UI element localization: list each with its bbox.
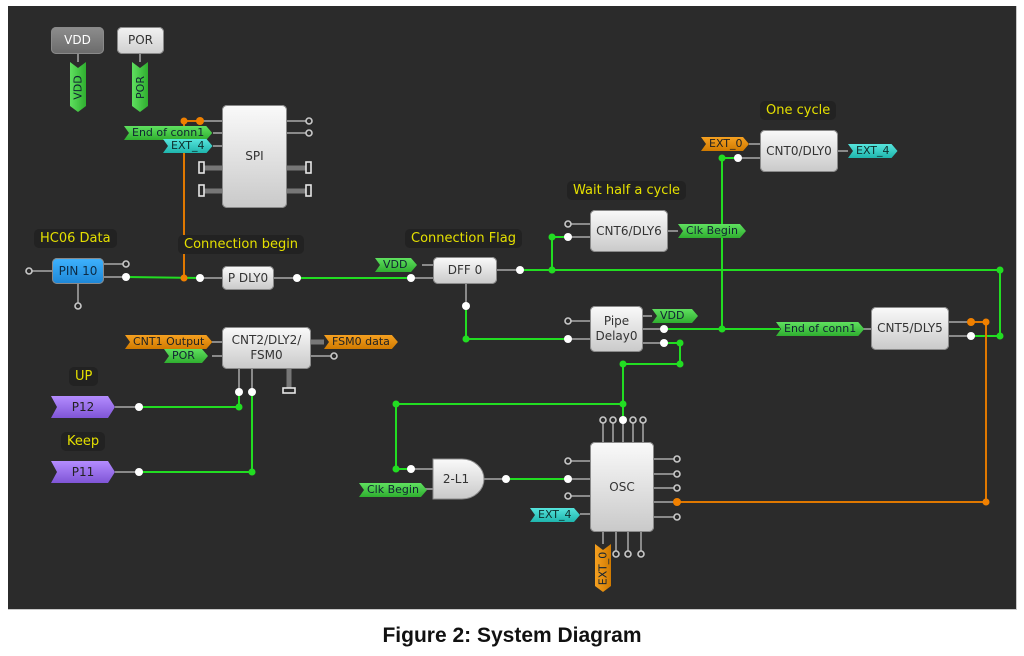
cnt0-block-label: CNT0/DLY0 — [766, 143, 832, 158]
cnt2-block-label: CNT2/DLY2/ FSM0 — [231, 333, 302, 362]
cnt0-dly0-block[interactable]: CNT0/DLY0 — [760, 130, 838, 172]
port-p12[interactable]: P12 — [51, 396, 115, 418]
por-block-label: POR — [127, 33, 154, 47]
osc-block[interactable]: OSC — [590, 442, 654, 532]
spi-block-label: SPI — [245, 149, 264, 163]
vdd-block-label: VDD — [64, 33, 91, 47]
tag-ext0-osc[interactable]: EXT_0 — [595, 544, 611, 592]
cnt5-block-label: CNT5/DLY5 — [877, 321, 943, 335]
schematic-canvas — [8, 6, 1017, 610]
pin10-block[interactable]: PIN 10 — [52, 258, 104, 284]
note-one-cycle: One cycle — [760, 101, 837, 120]
tag-vdd-vertical-label: VDD — [71, 74, 85, 100]
osc-block-label: OSC — [609, 479, 635, 494]
figure-caption: Figure 2: System Diagram — [382, 624, 642, 647]
tag-clk-begin-lut[interactable]: Clk Begin — [359, 483, 427, 497]
tag-por-vertical-label: POR — [133, 75, 147, 99]
note-connection-flag: Connection Flag — [405, 229, 522, 248]
lut-block-label: 2-L1 — [442, 472, 470, 486]
vdd-block[interactable]: VDD — [51, 27, 104, 54]
cnt6-block-label: CNT6/DLY6 — [596, 223, 662, 238]
pdly0-block[interactable]: P DLY0 — [222, 266, 274, 290]
port-p11[interactable]: P11 — [51, 461, 115, 483]
note-hc06-data: HC06 Data — [34, 229, 117, 248]
tag-vdd-vertical[interactable]: VDD — [70, 62, 86, 112]
tag-ext4-spi[interactable]: EXT_4 — [163, 139, 213, 153]
tag-end-of-conn1-spi[interactable]: End of conn1 — [124, 126, 212, 140]
tag-clk-begin-cnt6[interactable]: Clk Begin — [678, 224, 746, 238]
tag-end-of-conn1-cnt5[interactable]: End of conn1 — [776, 322, 864, 336]
spi-block[interactable]: SPI — [222, 105, 287, 208]
tag-ext0-cnt0[interactable]: EXT_0 — [701, 137, 749, 151]
note-wait-half-cycle: Wait half a cycle — [567, 181, 687, 200]
pipe-delay0-block[interactable]: Pipe Delay0 — [590, 306, 643, 352]
dff0-block-label: DFF 0 — [447, 263, 483, 277]
tag-fsm0-data[interactable]: FSM0 data — [324, 335, 398, 349]
pin10-block-label: PIN 10 — [58, 263, 98, 278]
pipe-block-label: Pipe Delay0 — [595, 314, 638, 343]
por-block[interactable]: POR — [117, 27, 164, 54]
note-keep: Keep — [61, 432, 106, 451]
cnt5-dly5-block[interactable]: CNT5/DLY5 — [871, 307, 949, 350]
tag-cnt1-output[interactable]: CNT1 Output — [125, 335, 212, 349]
tag-por-vertical[interactable]: POR — [132, 62, 148, 112]
lut-block[interactable]: 2-L1 — [433, 459, 485, 499]
pdly0-block-label: P DLY0 — [227, 270, 269, 285]
tag-vdd-dff[interactable]: VDD — [375, 258, 417, 272]
tag-por-cnt2[interactable]: POR — [164, 349, 208, 363]
cnt6-dly6-block[interactable]: CNT6/DLY6 — [590, 210, 668, 252]
note-connection-begin: Connection begin — [178, 235, 305, 254]
tag-ext4-cnt0[interactable]: EXT_4 — [848, 144, 898, 158]
dff0-block[interactable]: DFF 0 — [433, 257, 497, 284]
tag-vdd-pipe[interactable]: VDD — [652, 309, 698, 323]
tag-ext0-osc-label: EXT_0 — [596, 551, 610, 585]
note-up: UP — [69, 367, 99, 386]
cnt2-dly2-fsm0-block[interactable]: CNT2/DLY2/ FSM0 — [222, 327, 311, 369]
tag-ext4-osc[interactable]: EXT_4 — [530, 508, 580, 522]
